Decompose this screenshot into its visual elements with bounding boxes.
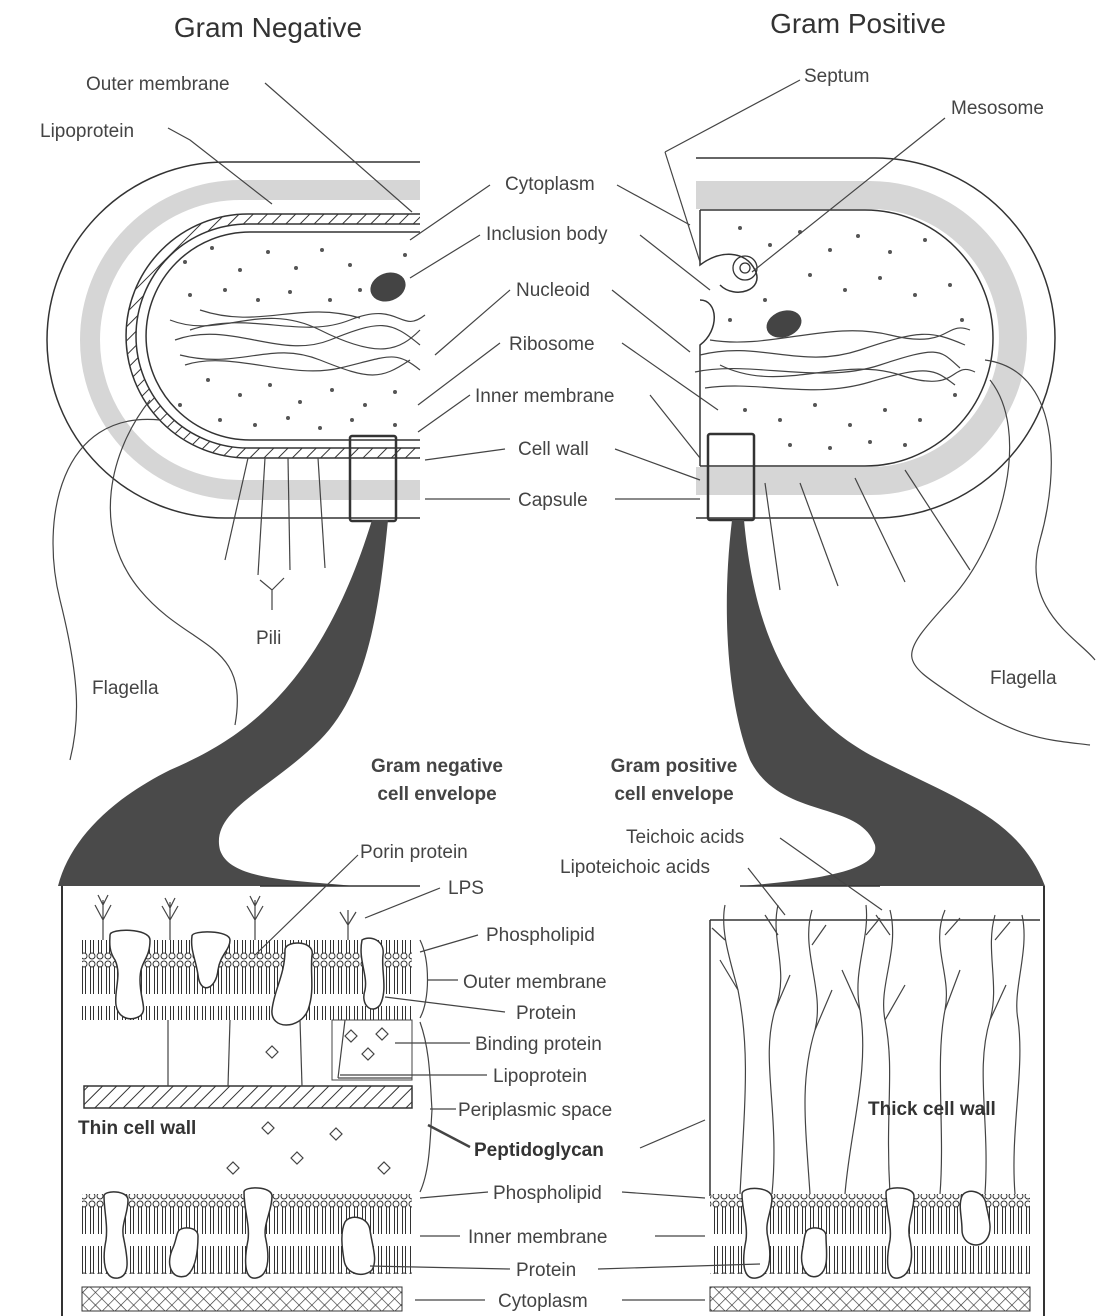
gram-negative-cell [47,162,425,760]
label-binding-protein: Binding protein [475,1034,602,1055]
label-cell-wall: Cell wall [518,439,589,460]
funnel-right [727,520,1045,886]
label-inclusion-body: Inclusion body [486,224,608,245]
label-phospholipid-top: Phospholipid [486,925,595,946]
label-thick-cell-wall: Thick cell wall [868,1099,996,1120]
title-gram-positive: Gram Positive [770,8,946,39]
label-flagella-right: Flagella [990,668,1057,689]
label-lipoprotein-envelope: Lipoprotein [493,1066,587,1087]
title-gram-negative: Gram Negative [174,12,362,43]
title-gram-negative-envelope-2: cell envelope [377,784,496,805]
label-outer-membrane: Outer membrane [86,74,230,95]
label-protein-bottom: Protein [516,1260,576,1281]
label-septum: Septum [804,66,869,87]
label-cytoplasm-envelope: Cytoplasm [498,1291,588,1312]
label-flagella-left: Flagella [92,678,159,699]
title-gram-positive-envelope-1: Gram positive [611,756,738,777]
label-lps: LPS [448,878,484,899]
label-protein-top: Protein [516,1003,576,1024]
title-gram-positive-envelope-2: cell envelope [614,784,733,805]
label-peptidoglycan: Peptidoglycan [474,1140,604,1161]
label-mesosome: Mesosome [951,98,1044,119]
label-nucleoid: Nucleoid [516,280,590,301]
label-cytoplasm: Cytoplasm [505,174,595,195]
gram-negative-envelope-panel [62,886,432,1316]
title-gram-negative-envelope-1: Gram negative [371,756,503,777]
label-pili: Pili [256,628,281,649]
label-lipoteichoic-acids: Lipoteichoic acids [560,857,710,878]
label-outer-membrane-envelope: Outer membrane [463,972,607,993]
label-inner-membrane-envelope: Inner membrane [468,1227,607,1248]
label-lipoprotein: Lipoprotein [40,121,134,142]
label-porin-protein: Porin protein [360,842,468,863]
funnel-left [58,520,388,886]
label-phospholipid-bottom: Phospholipid [493,1183,602,1204]
label-inner-membrane: Inner membrane [475,386,614,407]
label-ribosome: Ribosome [509,334,595,355]
label-teichoic-acids: Teichoic acids [626,827,744,848]
label-periplasmic-space: Periplasmic space [458,1100,612,1121]
label-thin-cell-wall: Thin cell wall [78,1118,196,1139]
label-capsule: Capsule [518,490,588,511]
